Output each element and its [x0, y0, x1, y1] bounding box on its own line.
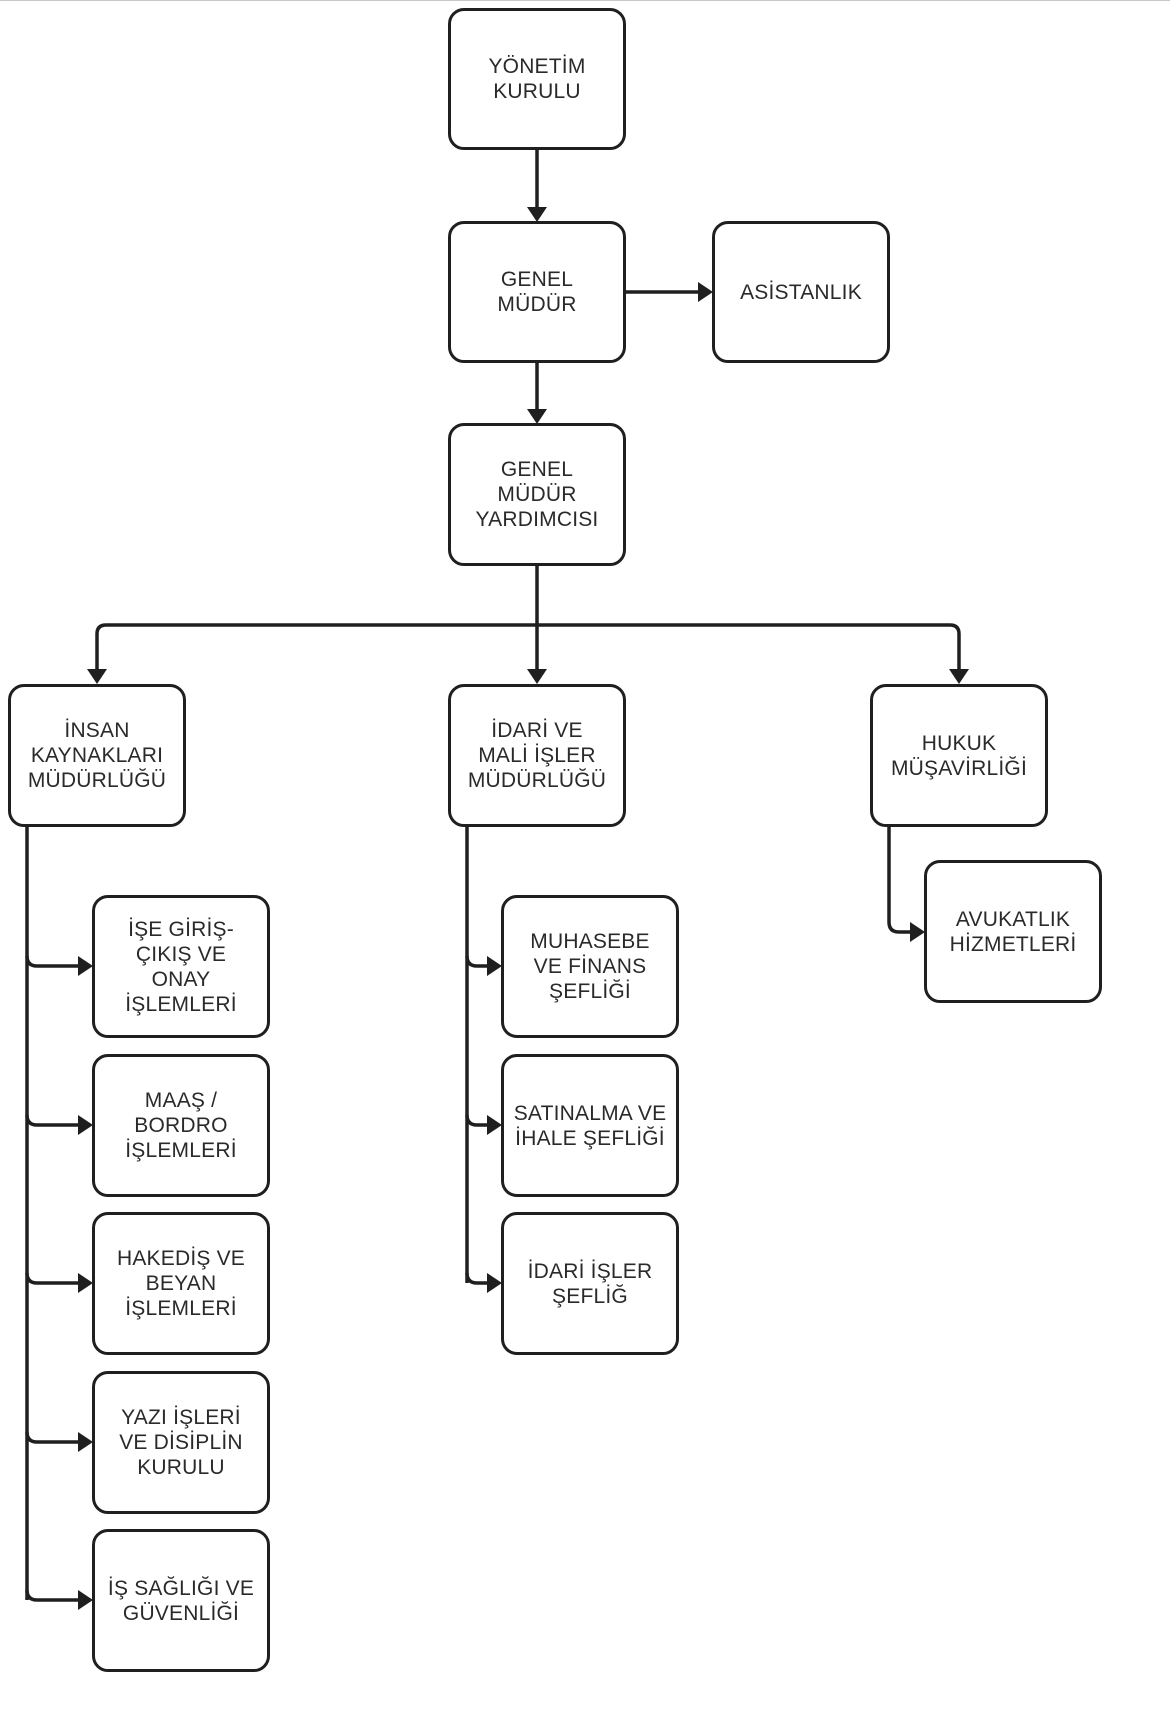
arrowhead-hr-3 [78, 1273, 93, 1293]
arrowhead-hr-2 [78, 1115, 93, 1135]
node-label: İNSAN KAYNAKLARI MÜDÜRLÜĞÜ [27, 719, 167, 792]
arrowhead-assistant [698, 282, 713, 302]
node-label: SATINALMA VE İHALE ŞEFLİĞİ [513, 1101, 667, 1150]
node-label: GENEL MÜDÜR [497, 268, 577, 316]
node-yazi-isleri: YAZI İŞLERİ VE DİSİPLİN KURULU [92, 1371, 270, 1514]
connector-hr-4 [25, 1431, 78, 1444]
node-genel-mudur-yardimcisi: GENEL MÜDÜR YARDIMCISI [448, 423, 626, 566]
node-satinalma: SATINALMA VE İHALE ŞEFLİĞİ [501, 1054, 679, 1197]
node-idari-isler: İDARİ İŞLER ŞEFLİĞ [501, 1212, 679, 1355]
node-muhasebe: MUHASEBE VE FİNANS ŞEFLİĞİ [501, 895, 679, 1038]
arrowhead-legal-1 [910, 922, 925, 942]
arrowhead-hr-5 [78, 1590, 93, 1610]
connector-gmy-right-branch [537, 623, 961, 669]
arrowhead-gm [527, 207, 547, 222]
node-label: ASİSTANLIK [740, 280, 862, 304]
arrowhead-admin-2 [487, 1115, 502, 1135]
arrowhead-admin [527, 669, 547, 684]
node-label: GENEL MÜDÜR YARDIMCISI [475, 458, 599, 531]
node-label: HAKEDİŞ VE BEYAN İŞLEMLERİ [116, 1247, 246, 1320]
node-idari-mali: İDARİ VE MALİ İŞLER MÜDÜRLÜĞÜ [448, 684, 626, 827]
node-yonetim-kurulu: YÖNETİM KURULU [448, 8, 626, 150]
arrowhead-hr-4 [78, 1432, 93, 1452]
connector-hr-3 [25, 1272, 78, 1285]
node-label: İŞ SAĞLIĞI VE GÜVENLİĞİ [107, 1576, 255, 1625]
node-avukatlik: AVUKATLIK HİZMETLERİ [924, 860, 1102, 1003]
top-divider [0, 0, 1170, 1]
arrowhead-admin-1 [487, 956, 502, 976]
node-label: MAAŞ / BORDRO İŞLEMLERİ [125, 1089, 237, 1162]
connector-hr-5 [25, 1589, 78, 1602]
node-label: HUKUK MÜŞAVİRLİĞİ [890, 731, 1027, 780]
node-label: MUHASEBE VE FİNANS ŞEFLİĞİ [530, 930, 650, 1003]
arrowhead-legal [949, 669, 969, 684]
node-label: İŞE GİRİŞ- ÇIKIŞ VE ONAY İŞLEMLERİ [125, 917, 237, 1016]
node-label: YAZI İŞLERİ VE DİSİPLİN KURULU [119, 1406, 243, 1479]
node-label: YÖNETİM KURULU [488, 55, 586, 103]
connector-hr-1 [25, 955, 78, 968]
node-label: İDARİ VE MALİ İŞLER MÜDÜRLÜĞÜ [467, 719, 607, 792]
node-label: AVUKATLIK HİZMETLERİ [949, 907, 1077, 956]
connector-admin-2 [465, 1114, 487, 1127]
node-insan-kaynaklari: İNSAN KAYNAKLARI MÜDÜRLÜĞÜ [8, 684, 186, 827]
node-is-sagligi: İŞ SAĞLIĞI VE GÜVENLİĞİ [92, 1529, 270, 1672]
arrowhead-admin-3 [487, 1273, 502, 1293]
node-hukuk: HUKUK MÜŞAVİRLİĞİ [870, 684, 1048, 827]
node-asistanlik: ASİSTANLIK [712, 221, 890, 363]
connector-legal-1 [887, 826, 910, 934]
connector-admin-1 [465, 955, 487, 968]
arrowhead-hr-1 [78, 956, 93, 976]
node-hakedis: HAKEDİŞ VE BEYAN İŞLEMLERİ [92, 1212, 270, 1355]
connector-gmy-left-branch [95, 623, 537, 669]
node-maas-bordro: MAAŞ / BORDRO İŞLEMLERİ [92, 1054, 270, 1197]
arrowhead-gmy [527, 409, 547, 424]
node-genel-mudur: GENEL MÜDÜR [448, 221, 626, 363]
connector-hr-2 [25, 1114, 78, 1127]
arrowhead-hr [87, 669, 107, 684]
connector-admin-3 [465, 1272, 487, 1285]
node-label: İDARİ İŞLER ŞEFLİĞ [527, 1259, 653, 1308]
node-ise-giris: İŞE GİRİŞ- ÇIKIŞ VE ONAY İŞLEMLERİ [92, 895, 270, 1038]
